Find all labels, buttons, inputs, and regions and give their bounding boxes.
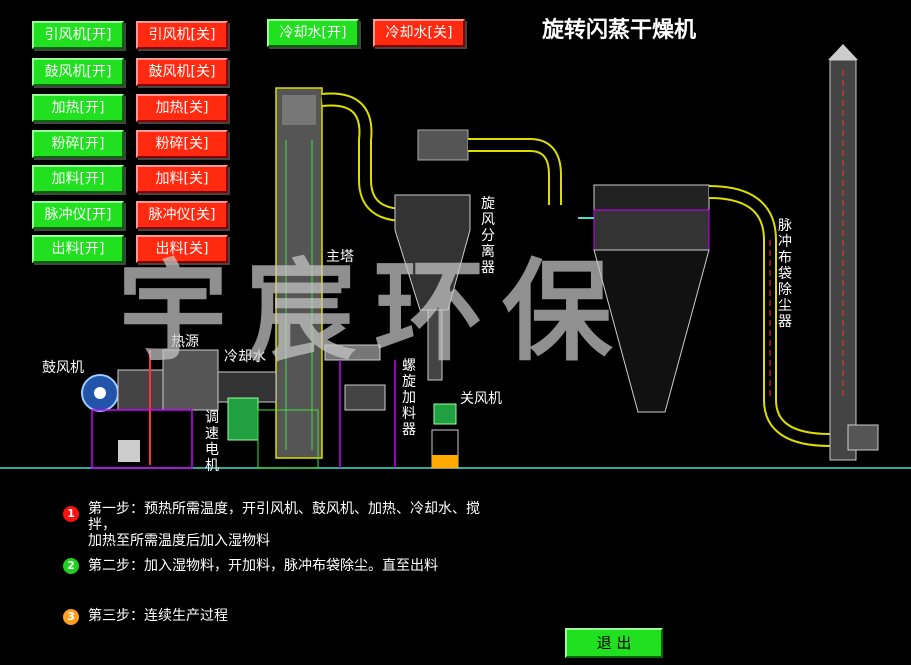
feed-on-button[interactable]: 加料[开]	[32, 165, 124, 193]
screw-feeder-label: 螺旋加料器	[402, 358, 416, 438]
step-2-badge: 2	[63, 558, 79, 574]
discharge-on-button[interactable]: 出料[开]	[32, 235, 124, 263]
blower-label: 鼓风机	[42, 360, 84, 376]
bag-filter-label: 脉冲布袋除尘器	[778, 218, 792, 330]
page-title: 旋转闪蒸干燥机	[542, 18, 697, 43]
step-1-badge: 1	[63, 506, 79, 522]
valve-fan-label: 关风机	[460, 391, 502, 407]
cool-on-button[interactable]: 冷却水[开]	[267, 19, 359, 47]
blower-off-button[interactable]: 鼓风机[关]	[136, 58, 228, 86]
discharge-off-button[interactable]: 出料[关]	[136, 235, 228, 263]
speed-motor-label: 调速电机	[205, 410, 219, 474]
cyclone-label: 旋风分离器	[481, 196, 495, 276]
step-2-text: 第二步：加入湿物料，开加料，脉冲布袋除尘。直至出料	[88, 558, 438, 574]
heat-off-button[interactable]: 加热[关]	[136, 94, 228, 122]
pulse-off-button[interactable]: 脉冲仪[关]	[136, 201, 228, 229]
pulse-on-button[interactable]: 脉冲仪[开]	[32, 201, 124, 229]
heat-on-button[interactable]: 加热[开]	[32, 94, 124, 122]
feed-off-button[interactable]: 加料[关]	[136, 165, 228, 193]
watermark-text: 宇宸环保	[118, 248, 630, 376]
crush-on-button[interactable]: 粉碎[开]	[32, 130, 124, 158]
blower-on-button[interactable]: 鼓风机[开]	[32, 58, 124, 86]
cool-off-button[interactable]: 冷却水[关]	[373, 19, 465, 47]
fan-off-button[interactable]: 引风机[关]	[136, 21, 228, 49]
heat-source-label: 热源	[171, 334, 199, 350]
process-diagram	[0, 44, 911, 469]
main-tower-label: 主塔	[326, 249, 354, 265]
step-1-text: 第一步：预热所需温度，开引风机、鼓风机、加热、冷却水、搅拌， 加热至所需温度后加…	[88, 501, 480, 549]
fan-on-button[interactable]: 引风机[开]	[32, 21, 124, 49]
crush-off-button[interactable]: 粉碎[关]	[136, 130, 228, 158]
step-3-badge: 3	[63, 609, 79, 625]
step-3-text: 第三步：连续生产过程	[88, 608, 228, 624]
cooling-water-label: 冷却水	[224, 349, 266, 365]
exit-button[interactable]: 退 出	[565, 628, 663, 658]
